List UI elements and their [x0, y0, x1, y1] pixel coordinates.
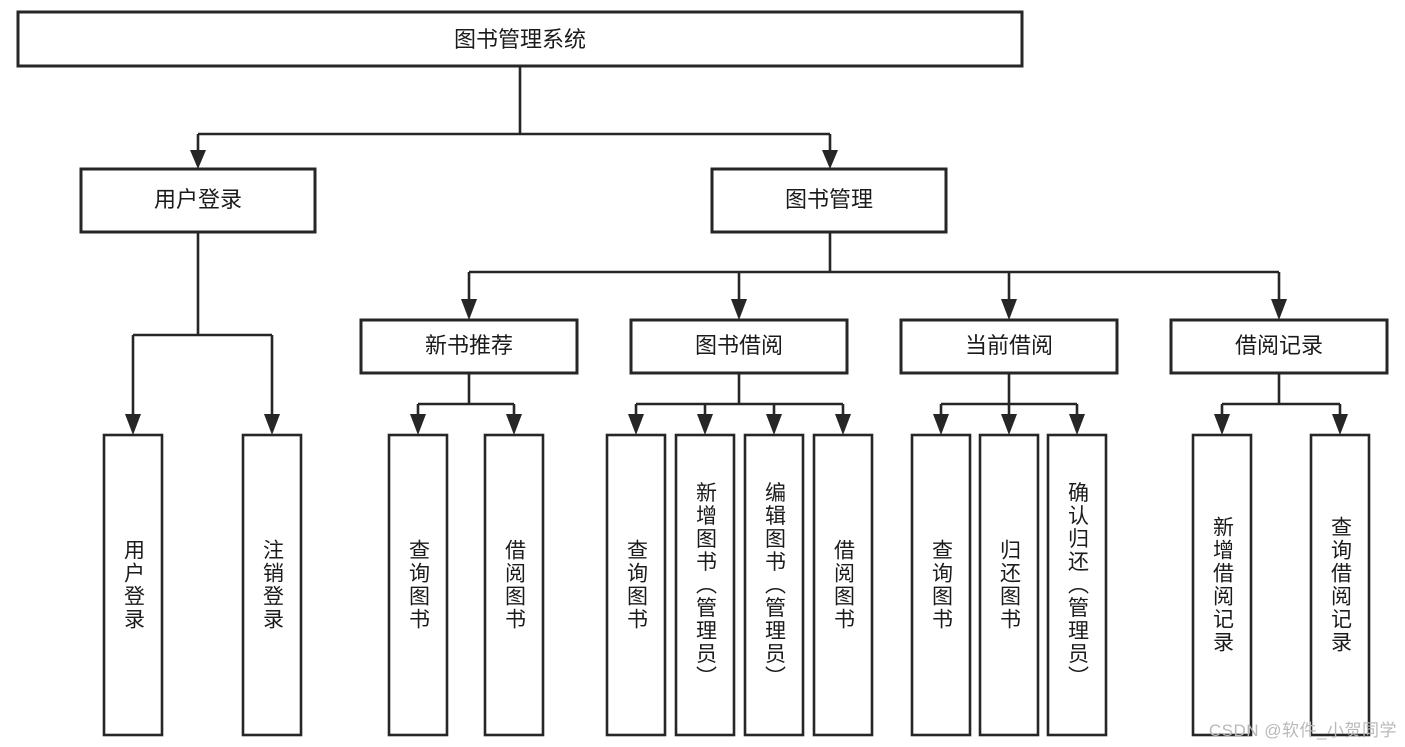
arrow-head-root-to-bookmgmt — [822, 150, 838, 169]
leaf-user-login-1-box — [241, 433, 303, 737]
node-user-login-box — [79, 167, 317, 234]
leaf-borrow-record-1[interactable]: 查询借阅记录 — [1309, 433, 1371, 737]
node-root-book-management-system[interactable]: 图书管理系统 — [16, 10, 1024, 68]
leaf-borrow-record-0-label: 新增借阅记录 — [1211, 516, 1235, 654]
leaf-user-login-0-box — [102, 433, 164, 737]
node-current-borrow[interactable]: 当前借阅 — [899, 318, 1119, 375]
leaf-book-borrow-1-box — [674, 433, 736, 737]
arrow-head-borrow-leaf-3 — [835, 414, 851, 435]
node-book-borrow-label: 图书借阅 — [695, 333, 783, 358]
arrow-head-current-leaf-2 — [1069, 414, 1085, 435]
node-current-borrow-box — [899, 318, 1119, 375]
leaf-book-borrow-1-label: 新增图书（管理员） — [694, 482, 718, 689]
node-root-label: 图书管理系统 — [454, 27, 586, 52]
arrow-head-borrow-leaf-2 — [766, 414, 782, 435]
node-book-borrow[interactable]: 图书借阅 — [629, 318, 849, 375]
leaf-user-login-1-label: 注销登录 — [261, 539, 285, 631]
leaf-new-book-recommend-1[interactable]: 借阅图书 — [483, 433, 545, 737]
arrow-head-current-leaf-0 — [933, 414, 949, 435]
arrow-head-borrow-leaf-0 — [628, 414, 644, 435]
node-book-management-label: 图书管理 — [785, 187, 873, 212]
leaf-current-borrow-0-label: 查询图书 — [930, 539, 954, 631]
arrow-head-record-leaf-1 — [1332, 414, 1348, 435]
arrow-head-l2-1 — [731, 299, 747, 320]
leaf-book-borrow-2-label: 编辑图书（管理员） — [763, 482, 787, 689]
node-book-borrow-box — [629, 318, 849, 375]
arrow-head-current-leaf-1 — [1001, 414, 1017, 435]
leaf-user-login-0-label: 用户登录 — [122, 539, 146, 631]
node-borrow-record[interactable]: 借阅记录 — [1169, 318, 1389, 375]
arrow-head-l2-3 — [1271, 299, 1287, 320]
leaf-borrow-record-1-label: 查询借阅记录 — [1329, 516, 1353, 654]
leaf-book-borrow-3-label: 借阅图书 — [832, 539, 856, 631]
leaf-borrow-record-1-box — [1309, 433, 1371, 737]
leaf-current-borrow-2-label: 确认归还（管理员） — [1066, 482, 1090, 689]
csdn-watermark: CSDN @软件_小贺同学 — [1208, 721, 1397, 740]
arrow-head-root-to-login — [190, 150, 206, 169]
leaf-current-borrow-2-box — [1046, 433, 1108, 737]
leaf-current-borrow-2[interactable]: 确认归还（管理员） — [1046, 433, 1108, 737]
arrow-head-l2-2 — [1001, 299, 1017, 320]
node-current-borrow-label: 当前借阅 — [965, 333, 1053, 358]
leaf-book-borrow-2[interactable]: 编辑图书（管理员） — [743, 433, 805, 737]
leaf-current-borrow-0-box — [910, 433, 972, 737]
leaf-book-borrow-2-box — [743, 433, 805, 737]
node-user-login[interactable]: 用户登录 — [79, 167, 317, 234]
leaf-new-book-recommend-0-label: 查询图书 — [407, 539, 431, 631]
node-book-management-box — [710, 167, 948, 234]
leaf-current-borrow-1-label: 归还图书 — [998, 539, 1022, 631]
arrow-head-newbook-leaf-1 — [506, 414, 522, 435]
node-book-management[interactable]: 图书管理 — [710, 167, 948, 234]
arrow-head-login-leaf-1 — [264, 414, 280, 435]
connector-group — [125, 66, 1348, 435]
leaf-book-borrow-0[interactable]: 查询图书 — [605, 433, 667, 737]
leaf-current-borrow-1[interactable]: 归还图书 — [978, 433, 1040, 737]
node-borrow-record-box — [1169, 318, 1389, 375]
leaf-book-borrow-3[interactable]: 借阅图书 — [812, 433, 874, 737]
leaf-new-book-recommend-1-label: 借阅图书 — [503, 539, 527, 631]
arrow-head-record-leaf-0 — [1214, 414, 1230, 435]
leaf-current-borrow-0[interactable]: 查询图书 — [910, 433, 972, 737]
arrow-head-l2-0 — [461, 299, 477, 320]
arrow-head-newbook-leaf-0 — [410, 414, 426, 435]
node-root-box — [16, 10, 1024, 68]
leaf-new-book-recommend-0[interactable]: 查询图书 — [387, 433, 449, 737]
leaf-book-borrow-0-box — [605, 433, 667, 737]
leaf-book-borrow-3-box — [812, 433, 874, 737]
node-new-book-recommend-box — [359, 318, 579, 375]
leaf-current-borrow-1-box — [978, 433, 1040, 737]
node-user-login-label: 用户登录 — [154, 187, 242, 212]
node-new-book-recommend-label: 新书推荐 — [425, 333, 513, 358]
leaf-new-book-recommend-0-box — [387, 433, 449, 737]
leaf-borrow-record-0[interactable]: 新增借阅记录 — [1191, 433, 1253, 737]
leaf-borrow-record-0-box — [1191, 433, 1253, 737]
leaf-new-book-recommend-1-box — [483, 433, 545, 737]
leaf-user-login-1[interactable]: 注销登录 — [241, 433, 303, 737]
node-borrow-record-label: 借阅记录 — [1235, 333, 1323, 358]
leaf-book-borrow-1[interactable]: 新增图书（管理员） — [674, 433, 736, 737]
leaf-book-borrow-0-label: 查询图书 — [625, 539, 649, 631]
leaf-user-login-0[interactable]: 用户登录 — [102, 433, 164, 737]
arrow-head-login-leaf-0 — [125, 414, 141, 435]
arrow-head-borrow-leaf-1 — [697, 414, 713, 435]
node-new-book-recommend[interactable]: 新书推荐 — [359, 318, 579, 375]
